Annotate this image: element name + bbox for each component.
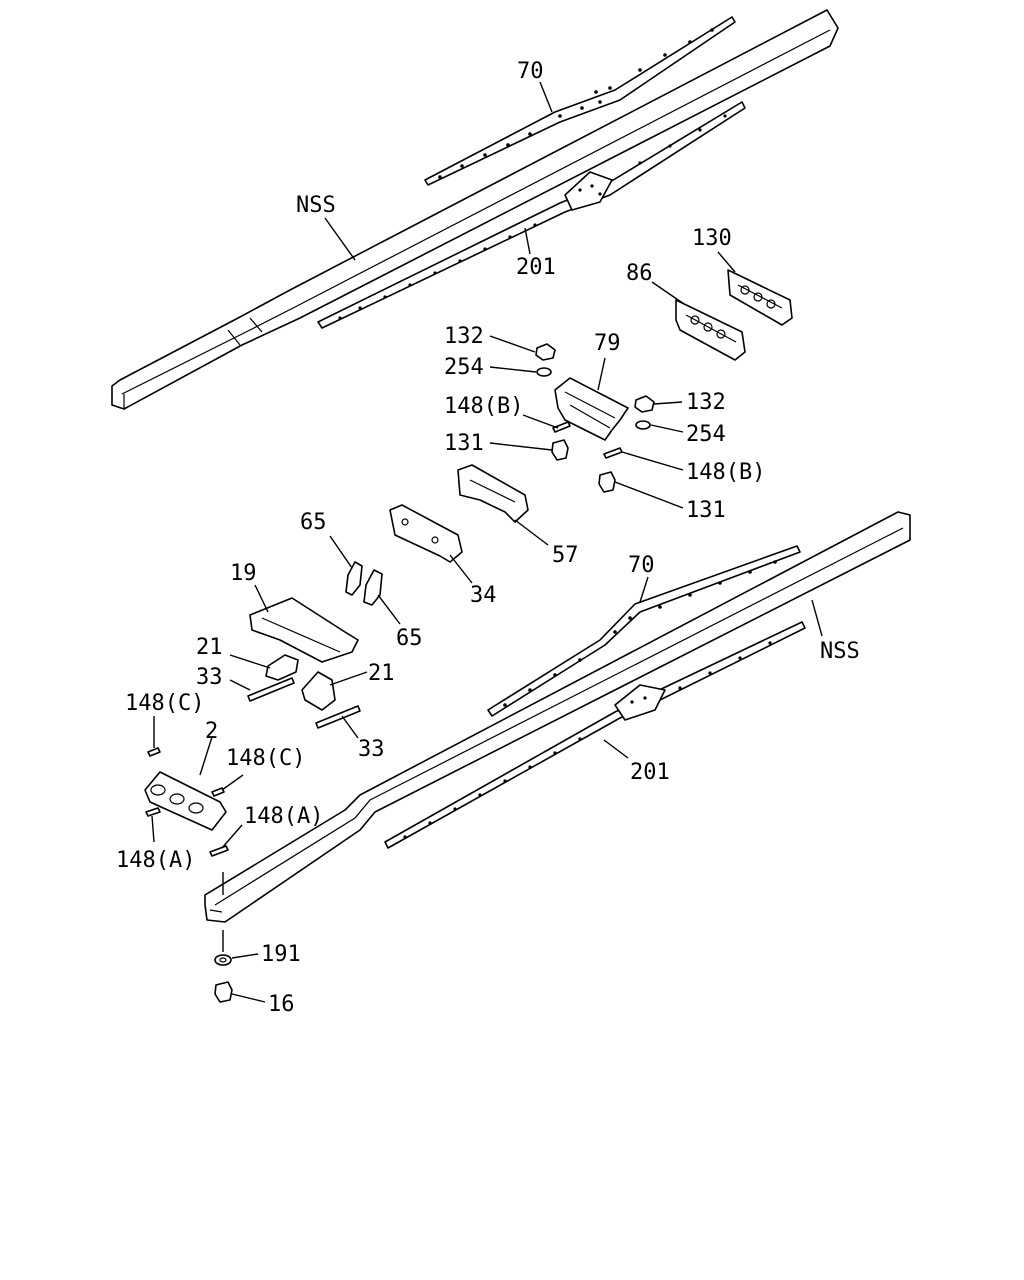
callout-33-left: 33 (196, 665, 223, 690)
shim-148b-right (603, 447, 623, 459)
nut-132-left (535, 343, 556, 361)
bracket-65-left (345, 561, 363, 596)
shim-148a-right (209, 845, 229, 857)
washer-254-left (536, 367, 552, 377)
callout-21-left: 21 (196, 635, 223, 660)
callout-70-bottom: 70 (628, 553, 655, 578)
callout-34: 34 (470, 583, 497, 608)
liner-bottom (384, 621, 806, 849)
callout-148b-right: 148(B) (686, 460, 765, 485)
crossmember-2 (144, 771, 227, 831)
crossmember-19 (249, 597, 359, 663)
reinforcement-bottom-holes (503, 560, 777, 707)
callout-148c-left: 148(C) (125, 691, 204, 716)
callout-70-top: 70 (517, 59, 544, 84)
callout-130: 130 (692, 226, 732, 251)
liner-bottom-holes (403, 641, 772, 839)
callout-79: 79 (594, 331, 621, 356)
bolt-131-right (598, 471, 616, 493)
callout-21-right: 21 (368, 661, 395, 686)
crossmember-57 (457, 464, 529, 523)
callout-201-top: 201 (516, 255, 556, 280)
crossmember-34 (389, 504, 463, 563)
callout-131-right: 131 (686, 498, 726, 523)
callout-131-left: 131 (444, 431, 484, 456)
reinforcement-bottom (487, 545, 801, 717)
crossmember-79 (554, 377, 629, 441)
shim-148c-left (147, 747, 161, 757)
plate-33-right (315, 705, 361, 729)
shim-148c-right (211, 787, 225, 797)
callout-148b-left: 148(B) (444, 394, 523, 419)
callout-57: 57 (552, 543, 579, 568)
washer-191 (214, 954, 232, 966)
callout-132-left: 132 (444, 324, 484, 349)
callout-191: 191 (261, 942, 301, 967)
callout-201-bottom: 201 (630, 760, 670, 785)
reinforcement-top (424, 16, 736, 186)
callout-19: 19 (230, 561, 257, 586)
nut-132-right (634, 395, 655, 413)
leader-lines (151, 81, 823, 1003)
callout-148a-right: 148(A) (244, 804, 323, 829)
shim-148a-left (145, 807, 161, 817)
liner-top-holes (338, 114, 727, 320)
bolt-16 (214, 981, 233, 1003)
reinforcement-top-holes (438, 28, 714, 179)
bracket-65-right (363, 569, 383, 606)
washer-254-right (635, 420, 651, 430)
callout-254-left: 254 (444, 355, 484, 380)
callout-65-bottom: 65 (396, 626, 423, 651)
callout-16: 16 (268, 992, 295, 1017)
side-rail-top (111, 9, 839, 410)
callout-148c-right: 148(C) (226, 746, 305, 771)
plate-33-left (247, 677, 295, 702)
side-rail-bottom (204, 511, 911, 923)
bracket-130 (727, 269, 793, 326)
liner-top (317, 101, 746, 329)
callout-nss-top: NSS (296, 193, 336, 218)
bracket-21-right (301, 671, 336, 711)
callout-86: 86 (626, 261, 653, 286)
bolt-131-left (551, 439, 569, 461)
bracket-21-left (265, 654, 299, 681)
callout-33-right: 33 (358, 737, 385, 762)
callout-2: 2 (205, 719, 218, 744)
callout-132-right: 132 (686, 390, 726, 415)
bracket-86 (675, 299, 746, 361)
callout-nss-bottom: NSS (820, 639, 860, 664)
callout-65-top: 65 (300, 510, 327, 535)
callout-148a-left: 148(A) (116, 848, 195, 873)
callout-254-right: 254 (686, 422, 726, 447)
callout-labels: 70 NSS 201 130 86 79 132 254 148(B) 131 … (116, 59, 860, 1017)
shim-148b-left (552, 421, 571, 433)
